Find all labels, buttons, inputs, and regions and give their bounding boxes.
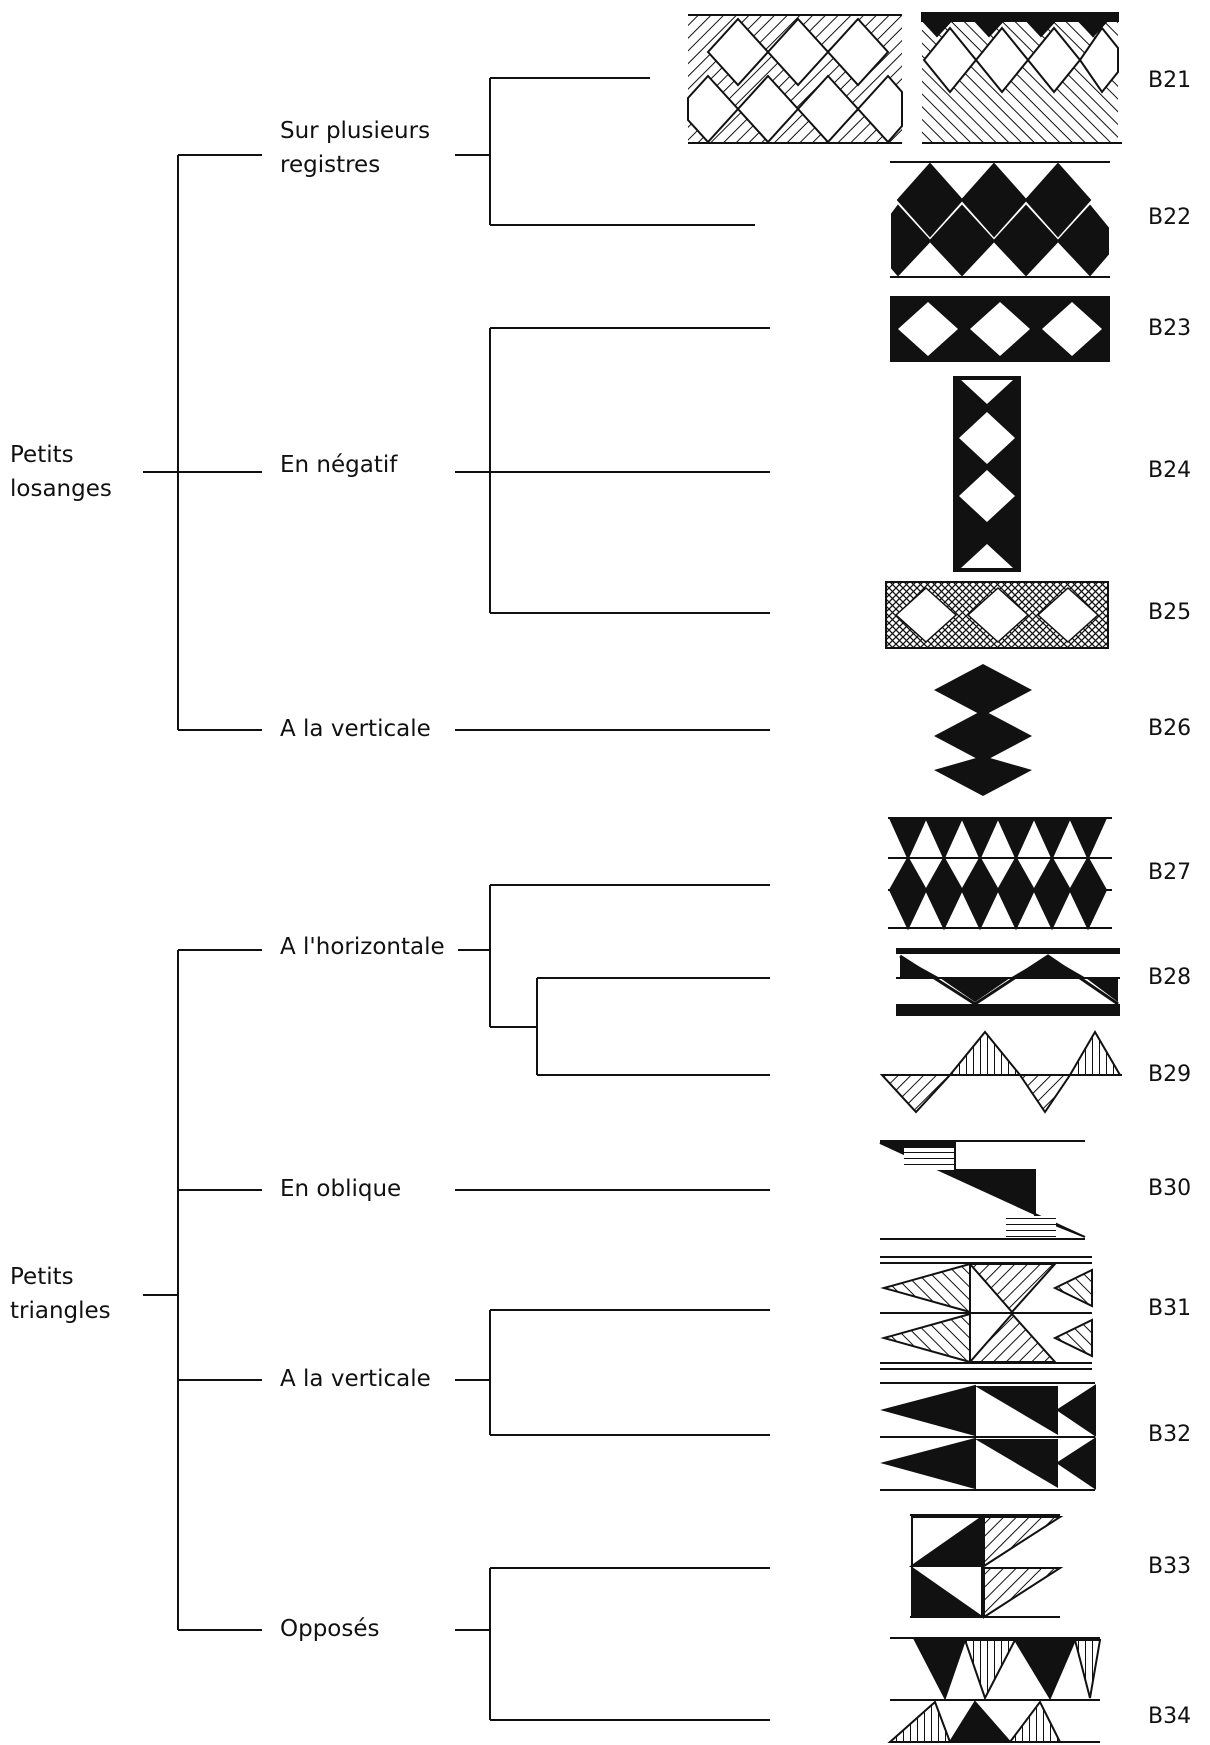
code-b33: B33 [1148, 1554, 1192, 1579]
code-b28: B28 [1148, 965, 1192, 990]
motif-b28 [896, 948, 1120, 1016]
b27-triangle [1068, 817, 1108, 861]
branch-label-negatif: En négatif [280, 452, 398, 478]
code-b23: B23 [1148, 316, 1192, 341]
root-label-triangles: Petits triangles [10, 1260, 111, 1328]
code-b31: B31 [1148, 1296, 1192, 1321]
b27-triangle [888, 889, 928, 931]
b27-triangle [1032, 889, 1072, 931]
root-triangles-line2: triangles [10, 1298, 111, 1324]
b27-triangle [888, 817, 928, 861]
code-b34: B34 [1148, 1704, 1192, 1729]
motif-b34 [887, 1637, 1102, 1743]
motif-b29 [879, 1030, 1122, 1114]
code-b24: B24 [1148, 458, 1192, 483]
branch-label-oblique: En oblique [280, 1176, 402, 1202]
code-b29: B29 [1148, 1062, 1192, 1087]
code-b32: B32 [1148, 1422, 1192, 1447]
motif-b27 [888, 817, 1112, 931]
code-b25: B25 [1148, 600, 1192, 625]
motif-b30 [879, 1140, 1086, 1240]
root-triangles-line1: Petits [10, 1264, 74, 1290]
root-losanges-line1: Petits [10, 442, 74, 468]
code-b22: B22 [1148, 205, 1192, 230]
b27-triangle [1068, 889, 1108, 931]
branch-label-verticale-triangles: A la verticale [280, 1366, 431, 1392]
motif-b33 [908, 1514, 1064, 1619]
code-b21: B21 [1148, 68, 1192, 93]
b27-triangle [924, 889, 964, 931]
root-label-losanges: Petits losanges [10, 438, 112, 506]
root-losanges-line2: losanges [10, 476, 112, 502]
branch-label-horizontale: A l'horizontale [280, 934, 445, 960]
branch-label-opposes: Opposés [280, 1616, 380, 1642]
b27-triangle [996, 817, 1036, 861]
motif-b23 [890, 296, 1110, 362]
branch-plusieurs-line2: registres [280, 152, 381, 178]
branch-plusieurs-line1: Sur plusieurs [280, 118, 431, 144]
motif-b32 [880, 1382, 1096, 1491]
b27-triangle [996, 855, 1036, 891]
motif-b22 [890, 161, 1110, 278]
code-b30: B30 [1148, 1176, 1192, 1201]
code-b26: B26 [1148, 716, 1192, 741]
b27-triangle [960, 889, 1000, 931]
motif-b21 [687, 12, 1122, 144]
b27-triangle [960, 855, 1000, 891]
b27-triangle [1032, 855, 1072, 891]
b27-triangle [996, 889, 1036, 931]
branch-label-verticale-losanges: A la verticale [280, 716, 431, 742]
branch-label-plusieurs-registres: Sur plusieurs registres [280, 114, 430, 182]
b27-triangle [924, 855, 964, 891]
b27-triangle [1068, 855, 1108, 891]
motif-b31 [880, 1256, 1093, 1370]
motif-b24 [953, 376, 1021, 572]
b27-triangle [888, 855, 928, 891]
b27-triangle [960, 817, 1000, 861]
b27-triangle [1032, 817, 1072, 861]
b27-triangle [924, 817, 964, 861]
code-b27: B27 [1148, 860, 1192, 885]
motif-b26 [934, 664, 1032, 796]
motif-b25 [885, 581, 1109, 649]
